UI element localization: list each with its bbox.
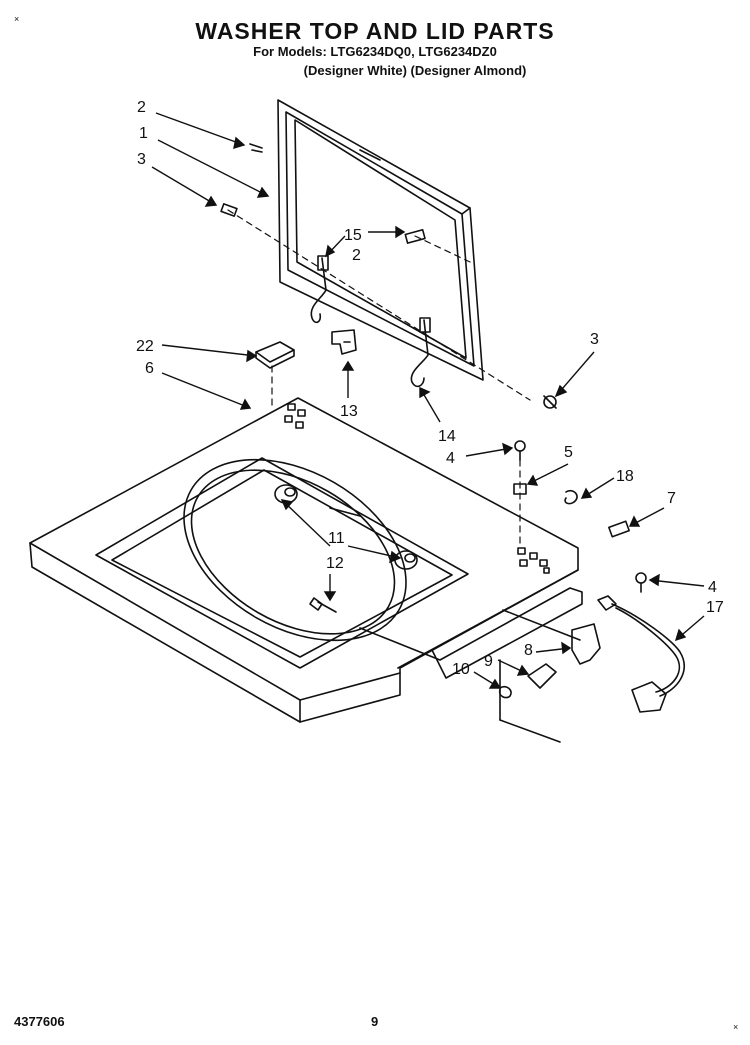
callout-11: 11 [328, 530, 345, 547]
lid-hinges [310, 255, 431, 388]
models-line: For Models: LTG6234DQ0, LTG6234DZ0 [253, 44, 497, 59]
callout-3-lower: 3 [590, 331, 599, 348]
diagram-title: WASHER TOP AND LID PARTS [195, 18, 555, 44]
wire-harness [597, 595, 685, 713]
callout-8: 8 [524, 642, 533, 659]
callout-2-upper: 2 [137, 99, 146, 116]
callout-9: 9 [484, 653, 493, 670]
callout-18: 18 [616, 468, 634, 485]
callout-13: 13 [340, 403, 358, 420]
corner-mark-bottom-right: × [733, 1022, 739, 1032]
lid-frame [277, 99, 484, 381]
callout-17: 17 [706, 599, 724, 616]
lid-striker [255, 341, 295, 369]
page-number: 9 [371, 1014, 379, 1029]
callout-22: 22 [136, 338, 154, 355]
callout-3-upper: 3 [137, 151, 146, 168]
hinge-bracket [331, 329, 357, 355]
variants-line: (Designer White) (Designer Almond) [303, 63, 527, 78]
top-bumpers [274, 484, 418, 570]
callout-4-upper: 4 [446, 450, 455, 467]
callout-6: 6 [145, 360, 154, 377]
callout-5: 5 [564, 444, 573, 461]
callout-7: 7 [667, 490, 676, 507]
corner-mark-top-left: × [14, 14, 20, 24]
callout-12: 12 [326, 555, 344, 572]
washer-top [29, 397, 583, 743]
callout-14: 14 [438, 428, 456, 445]
lid-switch-assembly [498, 623, 601, 699]
mount-screw [309, 597, 337, 613]
callout-2-lower: 2 [352, 247, 361, 264]
document-number: 4377606 [14, 1014, 65, 1029]
clips [564, 489, 630, 538]
lid-hardware [220, 143, 557, 409]
callout-4-lower: 4 [708, 579, 717, 596]
callout-15: 15 [344, 227, 362, 244]
callout-1: 1 [139, 125, 148, 142]
callout-10: 10 [452, 661, 470, 678]
